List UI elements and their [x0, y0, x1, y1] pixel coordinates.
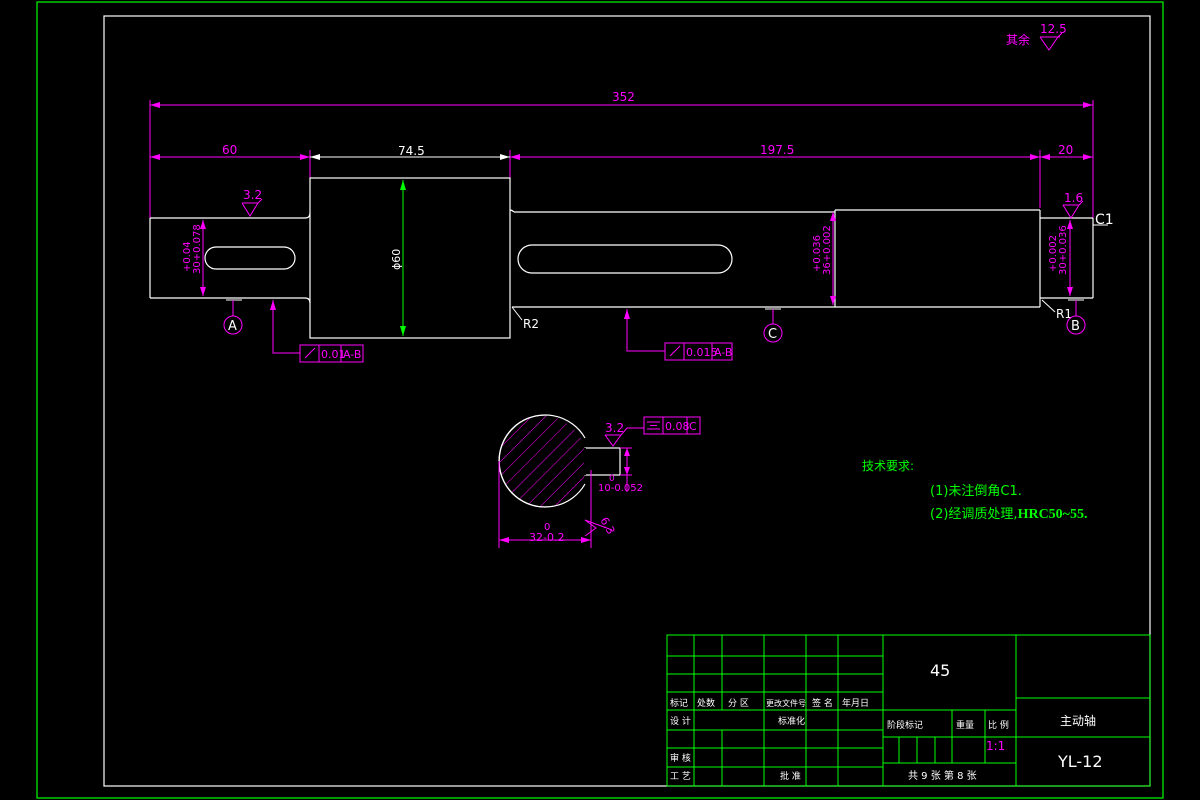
fillet-mid-label: R2 — [523, 317, 539, 331]
header-change-doc: 更改文件号 — [766, 698, 806, 708]
dim-mid-tol-bot: 36+0.002 — [822, 225, 833, 275]
symmetry-frame — [627, 416, 701, 435]
dim-left-tol-bot: 30+0.078 — [192, 224, 203, 274]
title-drawing-no: YL-12 — [1057, 752, 1103, 771]
cross-section — [498, 414, 621, 508]
datum-c — [763, 308, 783, 343]
title-scale-value: 1:1 — [986, 739, 1005, 753]
dim-right-tol-top: +0.002 — [1048, 235, 1059, 272]
title-standardize: 标准化 — [778, 715, 805, 727]
dim-right-tol-bot: 30+0.036 — [1058, 225, 1069, 275]
tech-req-item-2: (2)经调质处理,HRC50~55. — [930, 507, 1087, 522]
keyway-right — [517, 244, 733, 274]
header-date: 年月日 — [842, 697, 869, 709]
title-process: 工 艺 — [670, 771, 691, 782]
dim-overall-length: 352 — [612, 90, 635, 104]
runout-2-datum: A-B — [714, 346, 732, 359]
title-part-name: 主动轴 — [1060, 713, 1096, 728]
diameter-dims: ϕ60 +0.04 30+0.078 +0.036 36+0.002 +0.00… — [182, 180, 1073, 336]
datum-b — [1066, 299, 1086, 335]
outer-border — [36, 1, 1164, 799]
datum-a-label: A — [228, 319, 237, 334]
title-material: 45 — [930, 661, 950, 680]
datum-a — [223, 299, 243, 335]
keyway-left — [204, 246, 296, 270]
fillet-right-label: R1 — [1056, 307, 1072, 321]
section-diameter: 32-0.2 — [529, 531, 564, 544]
dim-mid-tol-top: +0.036 — [812, 235, 823, 272]
tech-req-item-1: (1)未注倒角C1. — [930, 484, 1022, 499]
datum-b-label: B — [1071, 319, 1080, 334]
title-review: 审 核 — [670, 752, 691, 764]
other-finish-value: 12.5 — [1040, 22, 1067, 36]
dim-seg-3: 197.5 — [760, 143, 794, 157]
header-zone: 分 区 — [728, 698, 749, 709]
roughness-right — [1062, 200, 1084, 219]
runout-2-value: 0.015 — [686, 346, 718, 359]
runout-1-value: 0.01 — [321, 348, 346, 361]
runout-1-datum: A-B — [343, 348, 361, 361]
hardness-value: HRC50~55. — [1018, 507, 1088, 522]
symmetry-value: 0.08 — [665, 420, 690, 433]
runout-frame-2 — [626, 309, 733, 361]
chamfer-label: C1 — [1095, 212, 1114, 228]
drawing-border — [103, 15, 1151, 787]
dim-collar-diameter: ϕ60 — [390, 249, 403, 270]
header-signature: 签 名 — [812, 697, 833, 709]
tech-req-title: 技术要求: — [862, 459, 914, 473]
dimension-lines — [149, 100, 1094, 297]
title-sheet-info: 共 9 张 第 8 张 — [908, 769, 977, 782]
title-weight: 重量 — [956, 719, 974, 731]
datum-c-label: C — [768, 327, 777, 342]
title-approve: 批 准 — [780, 770, 801, 782]
roughness-section-value: 3.2 — [605, 421, 624, 435]
section-dia-top: 0 — [544, 522, 550, 533]
header-mark: 标记 — [670, 697, 688, 709]
roughness-left-value: 3.2 — [243, 188, 262, 202]
roughness-left — [241, 198, 263, 217]
section-dims — [498, 427, 632, 548]
shaft-outline — [149, 177, 1094, 339]
runout-frame-1 — [272, 300, 364, 363]
title-scale-label: 比 例 — [988, 719, 1009, 731]
dim-seg-1: 60 — [222, 143, 237, 157]
dim-left-tol-top: +0.04 — [182, 241, 193, 272]
roughness-right-value: 1.6 — [1064, 191, 1083, 205]
dim-seg-4: 20 — [1058, 143, 1073, 157]
header-count: 处数 — [697, 697, 715, 709]
title-stage-mark: 阶段标记 — [887, 719, 923, 731]
section-keyway-width: 10-0.052 — [598, 483, 643, 494]
roughness-section-bottom: 6.3 — [597, 515, 617, 537]
title-block — [666, 634, 1151, 787]
dimension-arrows — [150, 102, 1093, 160]
symmetry-datum: C — [689, 420, 697, 433]
title-design: 设 计 — [670, 715, 691, 727]
section-keyway-depth-top: 0 — [609, 474, 615, 484]
other-finish-label: 其余 — [1006, 32, 1030, 47]
dim-seg-2: 74.5 — [398, 144, 425, 158]
roughness-symbol-other — [1039, 32, 1063, 51]
